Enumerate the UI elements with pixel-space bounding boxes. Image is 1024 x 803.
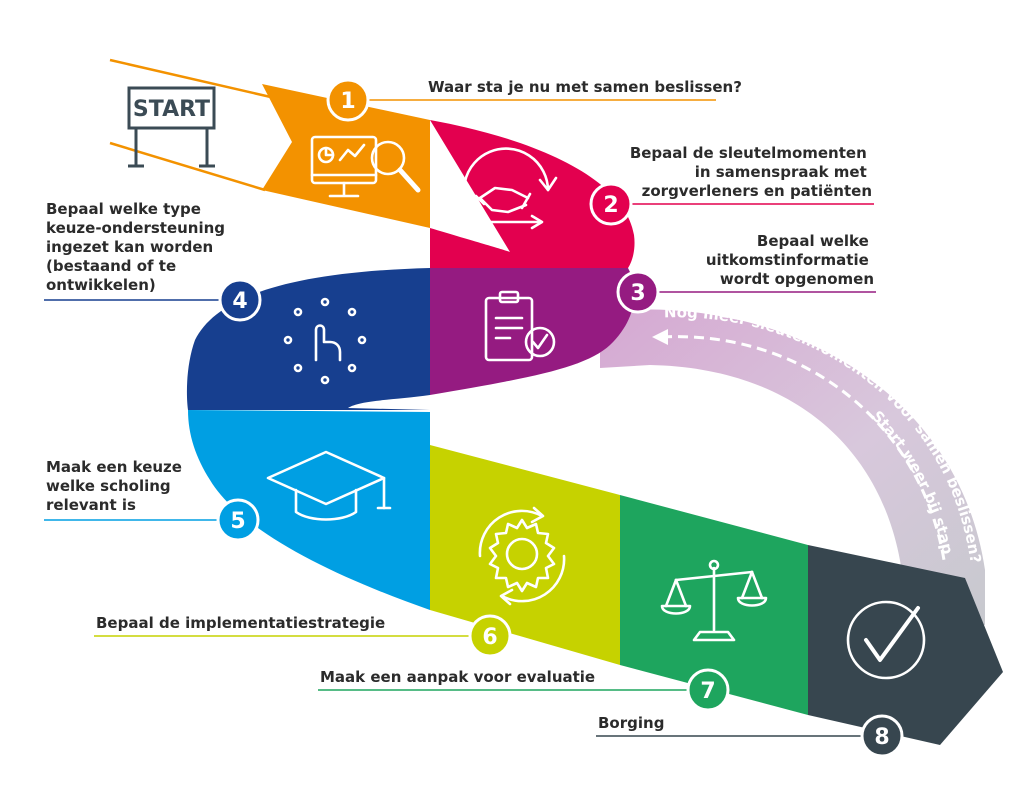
step-1-label: Waar sta je nu met samen beslissen? bbox=[428, 78, 742, 96]
step-4-label: Bepaal welke type keuze-ondersteuning in… bbox=[46, 200, 230, 294]
gear-cycle-icon bbox=[478, 506, 566, 606]
monitor-chart-magnifier-icon bbox=[310, 135, 421, 198]
step-1: Waar sta je nu met samen beslissen? 1 bbox=[326, 78, 742, 122]
step-2-label: Bepaal de sleutelmomenten in samenspraak… bbox=[630, 144, 872, 200]
step-4: Bepaal welke type keuze-ondersteuning in… bbox=[44, 200, 262, 322]
step-6-number: 6 bbox=[482, 625, 497, 650]
step-2: Bepaal de sleutelmomenten in samenspraak… bbox=[589, 144, 874, 226]
hand-pointer-icon bbox=[283, 297, 367, 385]
step-4-number: 4 bbox=[232, 289, 247, 314]
step-5-label: Maak een keuze welke scholing relevant i… bbox=[46, 458, 187, 514]
checkmark-circle-icon bbox=[846, 600, 926, 680]
step-8: Borging 8 bbox=[596, 714, 904, 758]
clipboard-check-icon bbox=[484, 290, 556, 362]
step-5-number: 5 bbox=[230, 509, 245, 534]
step-7: Maak een aanpak voor evaluatie 7 bbox=[318, 668, 730, 712]
step-3-number: 3 bbox=[630, 281, 645, 306]
step-7-label: Maak een aanpak voor evaluatie bbox=[320, 668, 595, 686]
start-label: START bbox=[133, 97, 210, 122]
handshake-cycle-icon bbox=[462, 147, 558, 230]
step-3: Bepaal welke uitkomstinformatie wordt op… bbox=[616, 232, 876, 314]
step-8-label: Borging bbox=[598, 714, 664, 732]
step-6-label: Bepaal de implementatiestrategie bbox=[96, 614, 385, 632]
segment-1 bbox=[262, 84, 430, 228]
segment-6 bbox=[430, 445, 620, 665]
balance-scale-icon bbox=[660, 559, 768, 642]
step-6: Bepaal de implementatiestrategie 6 bbox=[94, 614, 512, 658]
road-edge-top bbox=[109, 58, 276, 100]
step-3-label: Bepaal welke uitkomstinformatie wordt op… bbox=[706, 232, 874, 288]
step-7-number: 7 bbox=[700, 679, 715, 704]
segment-8 bbox=[808, 545, 1003, 745]
start-sign: START bbox=[109, 58, 276, 192]
step-8-number: 8 bbox=[874, 725, 889, 750]
step-2-number: 2 bbox=[603, 193, 618, 218]
step-5: Maak een keuze welke scholing relevant i… bbox=[44, 458, 260, 542]
graduation-cap-icon bbox=[266, 450, 392, 521]
step-1-number: 1 bbox=[340, 89, 355, 114]
segment-5 bbox=[188, 410, 430, 610]
